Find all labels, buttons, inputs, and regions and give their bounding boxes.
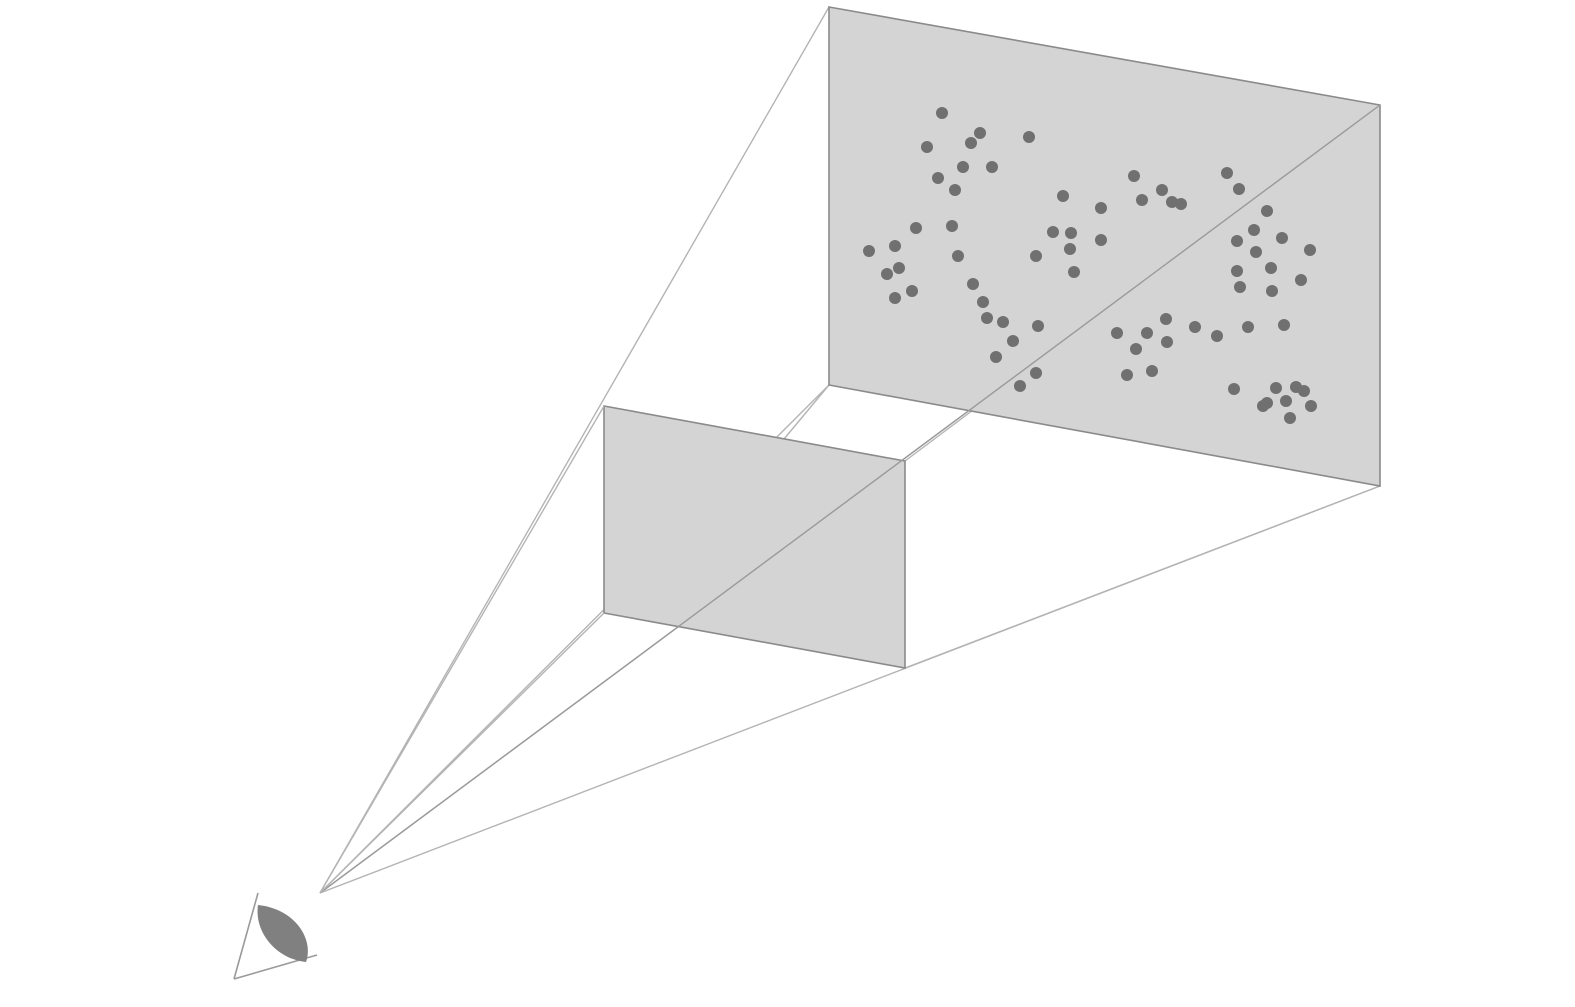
dot — [1231, 265, 1243, 277]
dot-pattern — [863, 107, 1317, 424]
dot — [889, 240, 901, 252]
dot — [893, 262, 905, 274]
far-plane — [828, 6, 1381, 487]
dot — [1014, 380, 1026, 392]
dot — [1161, 336, 1173, 348]
dot — [1250, 246, 1262, 258]
dot — [1231, 235, 1243, 247]
dot — [977, 296, 989, 308]
dot — [1166, 196, 1178, 208]
dot — [1160, 313, 1172, 325]
eye-frame-line — [233, 892, 259, 980]
dot — [936, 107, 948, 119]
dot — [981, 312, 993, 324]
dot — [1095, 234, 1107, 246]
dot — [1064, 243, 1076, 255]
dot — [921, 141, 933, 153]
dot — [1175, 198, 1187, 210]
dot — [1248, 224, 1260, 236]
dot — [986, 161, 998, 173]
sight-line-diagonal — [319, 104, 1381, 894]
dot — [1141, 327, 1153, 339]
dot — [1242, 321, 1254, 333]
dot — [949, 184, 961, 196]
dot — [863, 245, 875, 257]
dot — [1007, 335, 1019, 347]
dot — [1257, 400, 1269, 412]
dot — [1121, 369, 1133, 381]
dot — [1057, 190, 1069, 202]
dot — [1276, 232, 1288, 244]
dot — [1228, 383, 1240, 395]
dot — [1233, 183, 1245, 195]
sight-line-near — [319, 612, 605, 894]
sight-lines-front — [319, 104, 1381, 894]
dot — [1047, 226, 1059, 238]
eye-icon — [233, 892, 318, 980]
dot — [957, 161, 969, 173]
dot — [1095, 202, 1107, 214]
dot — [1266, 285, 1278, 297]
dot — [1030, 250, 1042, 262]
dot — [932, 172, 944, 184]
dot — [1280, 395, 1292, 407]
dot — [1265, 262, 1277, 274]
dot — [965, 137, 977, 149]
dot — [1032, 320, 1044, 332]
dot — [1189, 321, 1201, 333]
dot — [1234, 281, 1246, 293]
dot — [1146, 365, 1158, 377]
dot — [974, 127, 986, 139]
dot — [1270, 382, 1282, 394]
sight-line — [319, 6, 830, 894]
dot — [997, 316, 1009, 328]
dot — [1023, 131, 1035, 143]
dot — [946, 220, 958, 232]
dot — [967, 278, 979, 290]
dot — [1298, 385, 1310, 397]
dot — [1130, 343, 1142, 355]
connector-line — [783, 384, 830, 440]
dot — [1128, 170, 1140, 182]
dot — [906, 285, 918, 297]
dot — [1221, 167, 1233, 179]
dot — [1068, 266, 1080, 278]
dot — [1305, 400, 1317, 412]
dot — [1111, 327, 1123, 339]
dot — [1284, 412, 1296, 424]
sight-line-near — [319, 405, 605, 894]
dot — [1295, 274, 1307, 286]
dot — [1211, 330, 1223, 342]
near-plane — [603, 405, 906, 669]
dot — [1065, 227, 1077, 239]
dot — [1304, 244, 1316, 256]
dot — [1278, 319, 1290, 331]
dot — [881, 268, 893, 280]
dot — [990, 351, 1002, 363]
dot — [910, 222, 922, 234]
dot — [1136, 194, 1148, 206]
connector-line — [904, 485, 1381, 669]
dot — [1156, 184, 1168, 196]
dot — [889, 292, 901, 304]
dot — [952, 250, 964, 262]
dot — [1261, 205, 1273, 217]
eye-lens — [257, 905, 308, 962]
dot — [1030, 367, 1042, 379]
